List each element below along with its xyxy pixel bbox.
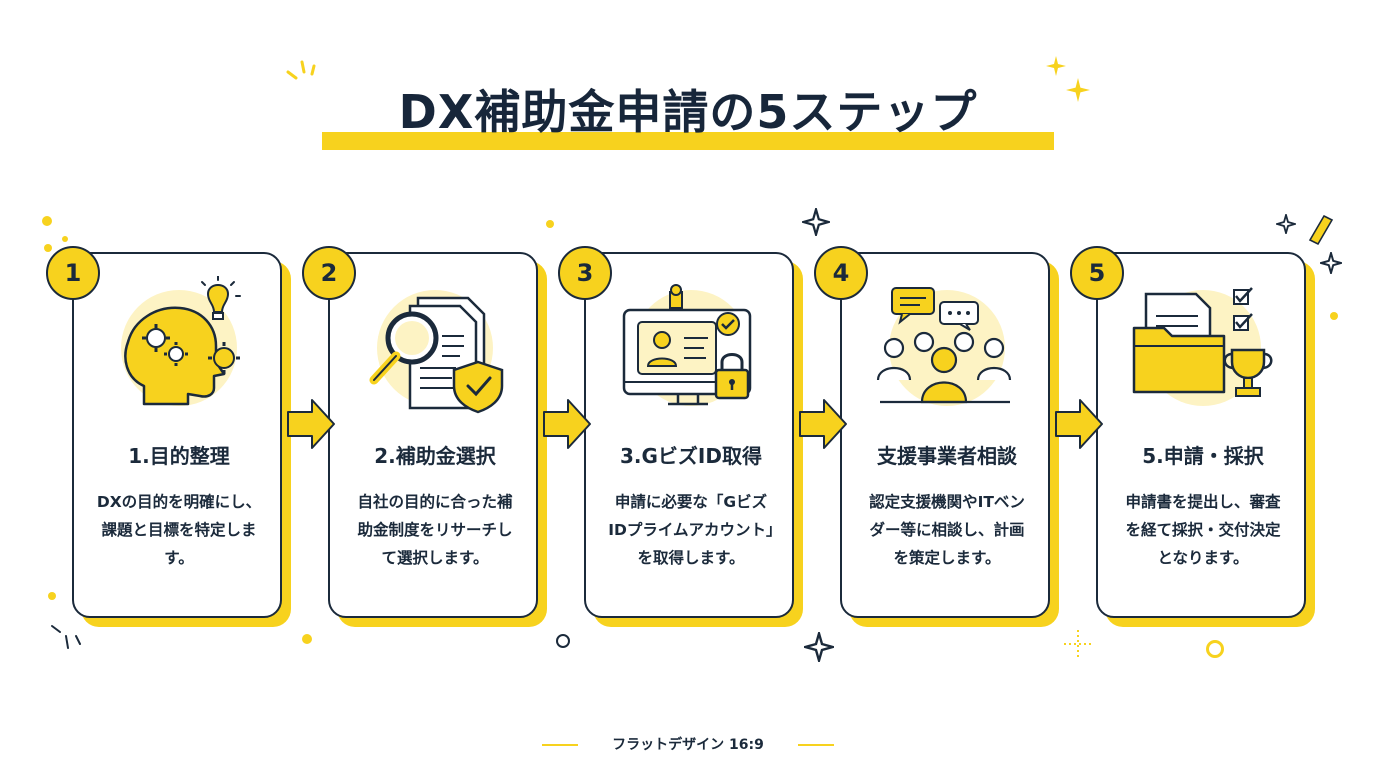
dotted-cross-icon bbox=[1064, 630, 1092, 658]
footer-line-left bbox=[542, 744, 578, 746]
decor-dot bbox=[42, 216, 52, 226]
step-number-badge: 2 bbox=[302, 246, 356, 300]
step-number-badge: 3 bbox=[558, 246, 612, 300]
step-title: 5.申請・採択 bbox=[1142, 444, 1264, 468]
step-card: 5.申請・採択 申請書を提出し、審査を経て採択・交付決定となります。 5 bbox=[1070, 246, 1315, 627]
star-outline-icon bbox=[1276, 214, 1296, 234]
decor-dot bbox=[1330, 312, 1338, 320]
step-number-badge: 5 bbox=[1070, 246, 1124, 300]
step-card: 支援事業者相談 認定支援機関やITベンダー等に相談し、計画を策定します。 4 bbox=[814, 246, 1059, 627]
step-description: DXの目的を明確にし、課題と目標を特定します。 bbox=[96, 493, 262, 567]
step-title: 2.補助金選択 bbox=[374, 444, 496, 468]
card-box: 1.目的整理 DXの目的を明確にし、課題と目標を特定します。 bbox=[72, 252, 282, 618]
card-box: 2.補助金選択 自社の目的に合った補助金制度をリサーチして選択します。 bbox=[328, 252, 538, 618]
card-box: 5.申請・採択 申請書を提出し、審査を経て採択・交付決定となります。 bbox=[1096, 252, 1306, 618]
page-title: DX補助金申請の5ステップ bbox=[398, 85, 978, 139]
decor-dot bbox=[44, 244, 52, 252]
meeting-chat-icon bbox=[876, 287, 1012, 406]
decor-dot bbox=[546, 220, 554, 228]
card-box: 支援事業者相談 認定支援機関やITベンダー等に相談し、計画を策定します。 bbox=[840, 252, 1050, 618]
star-icon bbox=[1046, 56, 1066, 76]
decor-dot bbox=[48, 592, 56, 600]
step-number-badge: 1 bbox=[46, 246, 100, 300]
arrow-right-icon bbox=[287, 399, 335, 449]
decor-dot bbox=[62, 236, 68, 242]
star-outline-icon bbox=[802, 208, 830, 236]
sparkle-lines-icon bbox=[286, 60, 316, 80]
title-wrap: DX補助金申請の5ステップ bbox=[0, 82, 1376, 142]
monitor-id-lock-icon bbox=[622, 284, 752, 406]
step-title: 支援事業者相談 bbox=[877, 444, 1017, 468]
diamond-icon bbox=[1308, 214, 1334, 246]
step-title: 1.目的整理 bbox=[128, 444, 230, 468]
decor-dot bbox=[302, 634, 312, 644]
arrow-right-icon bbox=[799, 399, 847, 449]
folder-trophy-checklist-icon bbox=[1132, 287, 1273, 406]
card-box: 3.GビズID取得 申請に必要な「GビズIDプライムアカウント」を取得します。 bbox=[584, 252, 794, 618]
title-underline bbox=[322, 132, 1054, 150]
arrow-right-icon bbox=[1055, 399, 1103, 449]
step-number-badge: 4 bbox=[814, 246, 868, 300]
magnifier-document-shield-icon bbox=[369, 290, 504, 414]
decor-ring bbox=[556, 634, 570, 648]
step-description: 申請書を提出し、審査を経て採択・交付決定となります。 bbox=[1125, 493, 1281, 567]
decor-ring bbox=[1206, 640, 1224, 658]
arrow-right-icon bbox=[543, 399, 591, 449]
footer-line-right bbox=[798, 744, 834, 746]
step-card: 3.GビズID取得 申請に必要な「GビズIDプライムアカウント」を取得します。 … bbox=[558, 246, 803, 627]
step-card: 1.目的整理 DXの目的を明確にし、課題と目標を特定します。 1 bbox=[46, 246, 291, 627]
footer-caption: フラットデザイン 16:9 bbox=[612, 737, 764, 753]
star-outline-icon bbox=[804, 632, 834, 662]
star-outline-icon bbox=[1320, 252, 1342, 274]
step-title: 3.GビズID取得 bbox=[620, 444, 762, 468]
step-description: 認定支援機関やITベンダー等に相談し、計画を策定します。 bbox=[869, 493, 1025, 567]
spark-lines-icon bbox=[51, 625, 81, 649]
head-gears-icon bbox=[121, 276, 241, 406]
step-description: 申請に必要な「GビズIDプライムアカウント」を取得します。 bbox=[608, 493, 774, 567]
star-icon bbox=[1066, 78, 1090, 102]
step-description: 自社の目的に合った補助金制度をリサーチして選択します。 bbox=[357, 493, 513, 567]
step-card: 2.補助金選択 自社の目的に合った補助金制度をリサーチして選択します。 2 bbox=[302, 246, 547, 627]
